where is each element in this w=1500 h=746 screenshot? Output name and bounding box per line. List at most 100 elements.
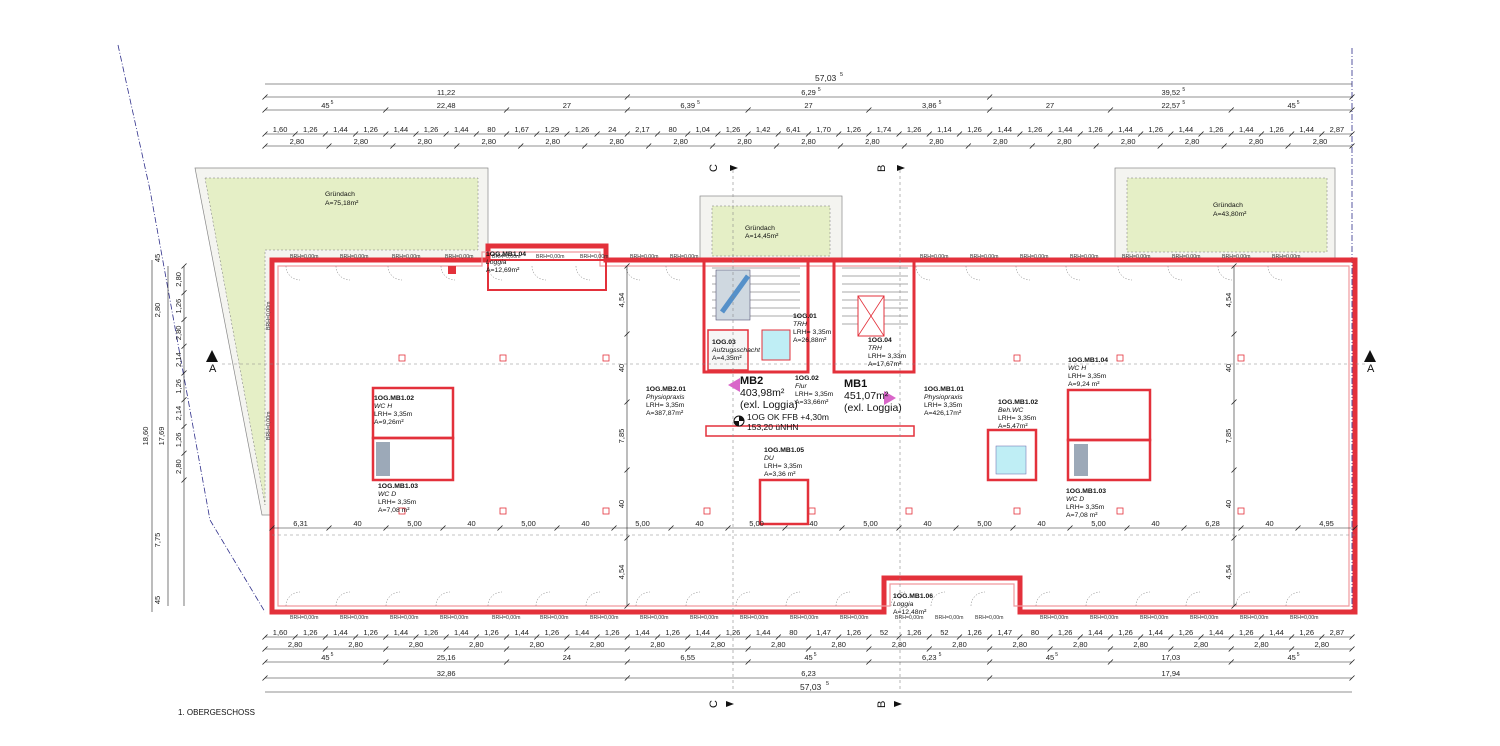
brh-label-top: BRH=0,00m xyxy=(1222,254,1250,260)
brh-label-top: BRH=0,00m xyxy=(580,254,608,260)
room-trh1-code: 1OG.01 xyxy=(793,313,817,320)
bot-row2-value: 2,80 xyxy=(1194,640,1209,649)
brh-label-bottom: BRH=0,00m xyxy=(1140,615,1168,621)
top-row4-value: 1,26 xyxy=(907,125,922,134)
bay-row-value: 6,31 xyxy=(293,519,308,528)
bot-row3-value: 45 xyxy=(804,653,812,662)
bot-row1-value: 1,44 xyxy=(333,628,348,637)
top-row5-value: 2,80 xyxy=(1121,137,1136,146)
bot-row1-value: 1,44 xyxy=(1088,628,1103,637)
room-du-name: DU xyxy=(764,455,774,462)
unit-mb2-area: 403,98m² xyxy=(740,387,785,399)
vdim-mid-value: 4,54 xyxy=(617,565,626,580)
brh-label-bottom: BRH=0,00m xyxy=(935,615,963,621)
bot-row2-value: 2,80 xyxy=(529,640,544,649)
top-row4-value: 2,17 xyxy=(635,125,650,134)
brh-label-top: BRH=0,00m xyxy=(1070,254,1098,260)
bot-row1-value: 1,44 xyxy=(696,628,711,637)
top-row4-value: 1,44 xyxy=(1239,125,1254,134)
top-row4-value: 2,87 xyxy=(1330,125,1345,134)
top-row4-value: 80 xyxy=(668,125,676,134)
top-row4-value: 1,44 xyxy=(1179,125,1194,134)
bay-row-value: 5,00 xyxy=(521,519,536,528)
top-row3-value: 45 xyxy=(321,101,329,110)
room-physio2-lrh: LRH= 3,35m xyxy=(646,402,685,409)
bot-row1-value: 1,26 xyxy=(484,628,499,637)
vertical-dims-left: 2,801,262,802,141,262,141,262,8017,6918,… xyxy=(141,254,187,604)
bot-row1-value: 1,60 xyxy=(273,628,288,637)
brh-label-top: BRH=0,00m xyxy=(536,254,564,260)
room-wch_r-code: 1OG.MB1.04 xyxy=(1068,357,1108,364)
unit-mb1-arrow-icon xyxy=(884,391,896,405)
room-wcd_l-name: WC D xyxy=(378,491,396,498)
top-row5-value: 2,80 xyxy=(481,137,496,146)
brh-label-top: BRH=0,00m xyxy=(670,254,698,260)
brh-label-top: BRH=0,00m xyxy=(445,254,473,260)
section-a-left-label: A xyxy=(209,363,217,375)
bay-row-value: 6,28 xyxy=(1205,519,1220,528)
top-row5-value: 2,80 xyxy=(290,137,305,146)
top-row3-sup: 5 xyxy=(331,100,334,106)
vdim-mid-value: 40 xyxy=(617,364,626,372)
bay-row-value: 5,00 xyxy=(635,519,650,528)
section-c-bottom-arrow-icon xyxy=(726,701,734,707)
brh-label-bottom: BRH=0,00m xyxy=(492,615,520,621)
bot-row1-value: 1,26 xyxy=(1299,628,1314,637)
room-wcd_r-name: WC D xyxy=(1066,496,1084,503)
brh-label-bottom: BRH=0,00m xyxy=(740,615,768,621)
bot-row2-value: 2,80 xyxy=(1073,640,1088,649)
brh-label-bottom: BRH=0,00m xyxy=(790,615,818,621)
bot-row2-value: 2,80 xyxy=(1133,640,1148,649)
section-c-bottom-label: C xyxy=(708,700,720,708)
section-a-right-label: A xyxy=(1367,363,1375,375)
room-wch_l-code: 1OG.MB1.02 xyxy=(374,395,414,402)
vdim-right-value: 7,85 xyxy=(1224,429,1233,444)
room-wcd_l-code: 1OG.MB1.03 xyxy=(378,483,418,490)
top-row5-value: 2,80 xyxy=(354,137,369,146)
bot-row2-value: 2,80 xyxy=(892,640,907,649)
level-marker: 1OG OK FFB +4,30m 153,20 üNHN xyxy=(733,412,829,432)
bay-row-value: 5,00 xyxy=(977,519,992,528)
bay-row-value: 5,00 xyxy=(407,519,422,528)
bot-row3-value: 45 xyxy=(1046,653,1054,662)
brh-label-bottom: BRH=0,00m xyxy=(540,615,568,621)
room-loggia_bot-name: Loggia xyxy=(893,601,914,608)
bot-row2-value: 2,80 xyxy=(469,640,484,649)
bot-row3-sup: 5 xyxy=(939,652,942,658)
bot-row4-value: 6,23 xyxy=(801,669,816,678)
room-aufzug-area: A=4,35m² xyxy=(712,355,742,362)
room-physio2-area: A=387,87m² xyxy=(646,410,684,417)
brh-label-left: BRH=0,00m xyxy=(266,412,272,440)
bot-row2-value: 2,80 xyxy=(1315,640,1330,649)
unit-mb2-name: MB2 xyxy=(740,375,763,387)
room-trh2-lrh: LRH= 3,33m xyxy=(868,353,907,360)
bot-row4-value: 32,86 xyxy=(437,669,456,678)
room-physio1-name: Physiopraxis xyxy=(924,394,963,401)
room-wch_l-name: WC H xyxy=(374,403,392,410)
brh-label-bottom: BRH=0,00m xyxy=(1090,615,1118,621)
bot-row1-value: 2,87 xyxy=(1330,628,1345,637)
bot-row1-value: 1,26 xyxy=(665,628,680,637)
brh-label-bottom: BRH=0,00m xyxy=(1040,615,1068,621)
bot-row2-value: 2,80 xyxy=(831,640,846,649)
green-roof-left: Gründach A=75,18m² xyxy=(194,167,489,516)
top-row4-value: 1,74 xyxy=(877,125,892,134)
plan-title: 1. OBERGESCHOSS xyxy=(178,708,255,717)
top-row4-value: 1,26 xyxy=(846,125,861,134)
bot-row1-value: 1,44 xyxy=(575,628,590,637)
brh-label-bottom: BRH=0,00m xyxy=(290,615,318,621)
bot-row1-value: 1,26 xyxy=(1179,628,1194,637)
left-small-dim-value: 45 xyxy=(153,596,162,604)
vdim-left-value: 1,26 xyxy=(174,379,183,394)
brh-label-top: BRH=0,00m xyxy=(630,254,658,260)
brh-label-bottom: BRH=0,00m xyxy=(340,615,368,621)
vdim-mid-value: 7,85 xyxy=(617,429,626,444)
top-row3-sup: 5 xyxy=(1182,100,1185,106)
bot-row1-value: 1,26 xyxy=(1118,628,1133,637)
brh-label-bottom: BRH=0,00m xyxy=(840,615,868,621)
room-flur-name: Flur xyxy=(795,383,807,390)
bay-row-value: 40 xyxy=(581,519,589,528)
